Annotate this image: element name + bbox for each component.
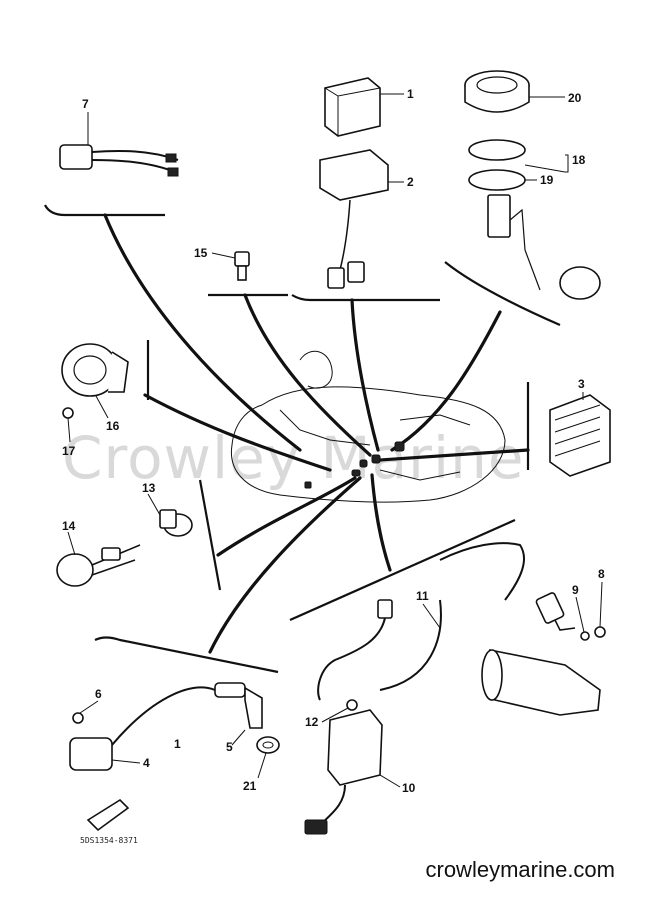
callout-10: 10 [402,781,416,795]
center-connectors [304,441,405,489]
callout-11: 11 [416,589,429,603]
horn-part [61,343,129,397]
horn-bolt-part [62,407,74,419]
plug-cap-part [256,736,280,754]
callout-13: 13 [142,481,156,495]
callout-12: 12 [305,715,319,729]
callout-8: 8 [598,567,605,581]
footer-site-url: crowleymarine.com [425,857,616,882]
callout-20: 20 [568,91,582,105]
callout-7: 7 [82,97,89,111]
callout-1-top: 1 [407,87,414,101]
callout-19: 19 [540,173,554,187]
starter-motor-part [481,592,601,716]
starter-relay-part [56,544,141,587]
callout-21: 21 [243,779,257,793]
section-brackets [44,204,561,674]
decal-part [86,798,130,832]
callout-16: 16 [106,419,120,433]
relay-bracket-part [319,149,389,289]
callout-5: 5 [226,740,233,754]
sensor-lead-part [59,144,179,177]
ignition-coil-part [69,682,263,771]
terminal-nut-part [580,626,606,641]
regulator-part [549,394,611,477]
battery-lead-part [317,542,525,701]
relay-box-part [324,77,381,137]
neutral-switch-part [159,509,193,537]
diagram-part-number: 5DS1354-8371 [80,836,138,845]
small-switch-part [234,251,250,281]
callout-3: 3 [578,377,585,391]
fuel-pump-cap-part [464,70,530,113]
callout-6: 6 [95,687,102,701]
frame-silhouette [230,350,506,503]
callout-2: 2 [407,175,414,189]
callout-14: 14 [62,519,76,533]
callout-leaders [67,93,603,788]
relay-bolt-part [346,699,358,711]
callout-17: 17 [62,444,76,458]
wire-harness-trunks [103,213,530,654]
callout-1-bottom: 1 [174,737,181,751]
coil-bolt-part [72,712,84,724]
callout-9: 9 [572,583,579,597]
callout-4: 4 [143,756,150,770]
callout-18: 18 [572,153,586,167]
callout-18-bracket [565,154,569,173]
callout-15: 15 [194,246,208,260]
